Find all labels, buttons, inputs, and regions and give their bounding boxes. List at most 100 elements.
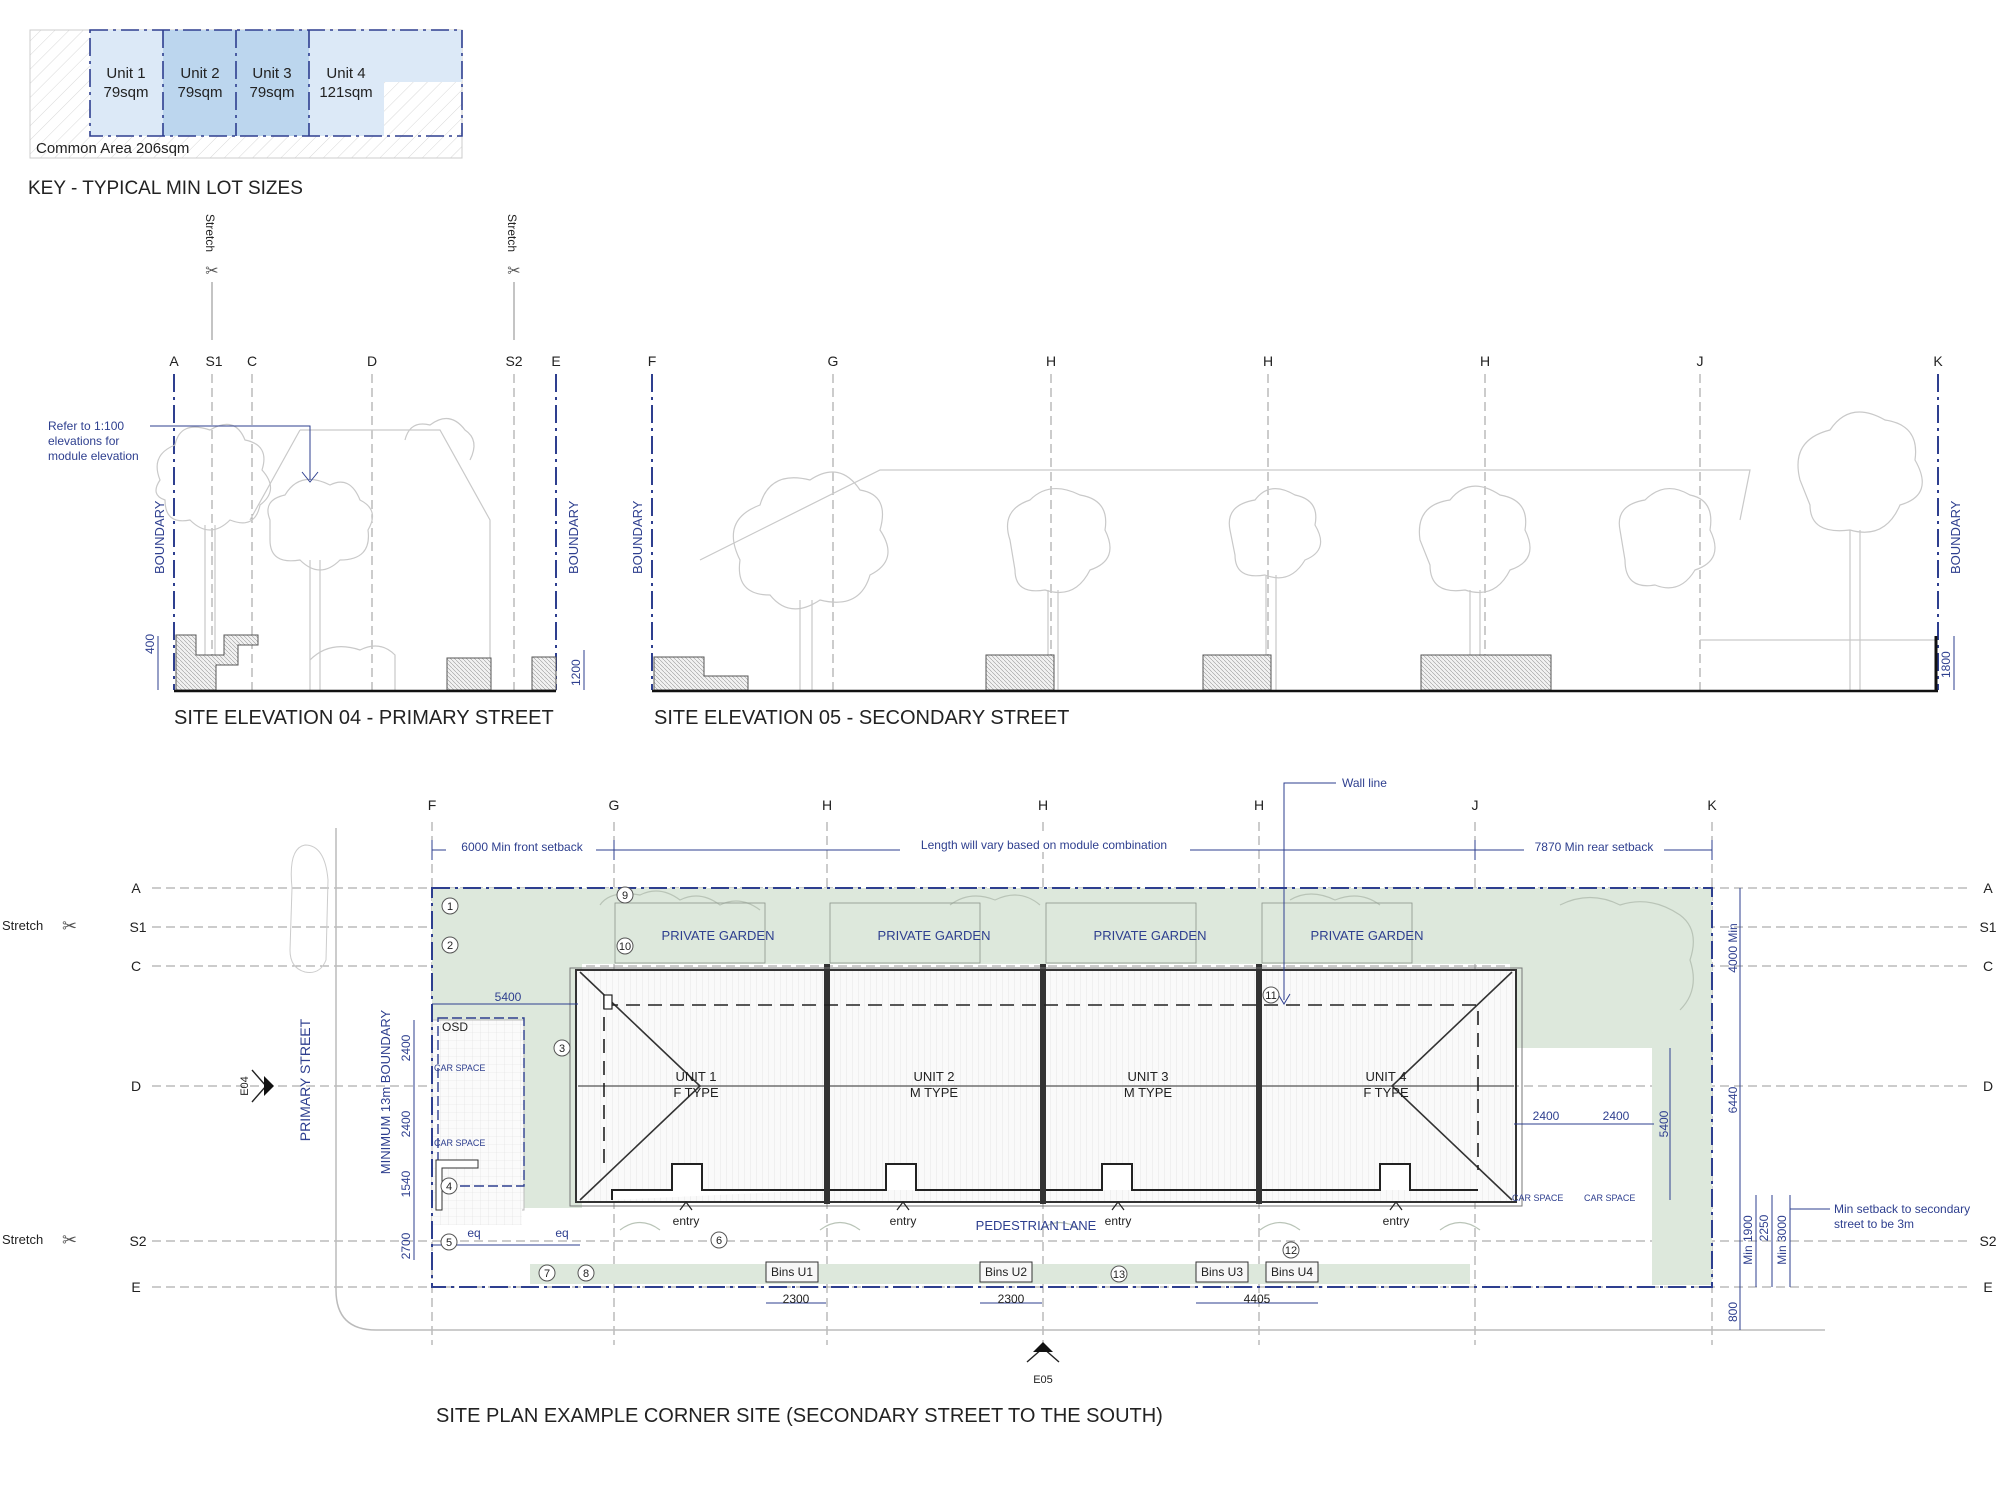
- plan-entry-2: entry: [890, 1214, 917, 1228]
- elev05-grid-h3: H: [1480, 353, 1490, 369]
- plan-private-garden-4: PRIVATE GARDEN: [1311, 928, 1424, 943]
- scissors-icon: ✂: [205, 263, 218, 280]
- plan-grid-h2: H: [1038, 797, 1048, 813]
- key-common-area: Common Area 206sqm: [36, 140, 189, 157]
- plan-grid-g: G: [609, 797, 620, 813]
- plan-right-dim-800: 800: [1726, 1302, 1740, 1322]
- elev04-grid-d: D: [367, 353, 377, 369]
- plan-grid-h1: H: [822, 797, 832, 813]
- plan-grid-j: J: [1472, 797, 1479, 813]
- plan-grid-e-right: E: [1983, 1279, 1992, 1295]
- plan-right-dim-min1900: Min 1900: [1741, 1215, 1755, 1265]
- callout-1: 1: [447, 901, 453, 913]
- plan-e05-label: E05: [1033, 1374, 1053, 1386]
- callout-9: 9: [622, 890, 628, 902]
- plan-right-dim-2400-b: 2400: [1603, 1109, 1630, 1123]
- plan-right-dim-2400-a: 2400: [1533, 1109, 1560, 1123]
- plan-dim-2300-b: 2300: [998, 1292, 1025, 1306]
- elev04-grid-e: E: [551, 353, 560, 369]
- plan-grid-s2-right: S2: [1979, 1233, 1996, 1249]
- key-unit4-area: 121sqm: [319, 84, 372, 101]
- plan-stretch-s1: Stretch: [2, 918, 43, 933]
- key-unit1-name: Unit 1: [106, 65, 145, 82]
- key-unit2-area: 79sqm: [177, 84, 222, 101]
- elev04-stretch-right: Stretch: [505, 214, 519, 252]
- key-unit2-name: Unit 2: [180, 65, 219, 82]
- key-unit3-area: 79sqm: [249, 84, 294, 101]
- elev05-boundary-left: BOUNDARY: [630, 500, 645, 574]
- elev04-note-line1: Refer to 1:100: [48, 419, 124, 433]
- elev04-grid-s2: S2: [505, 353, 522, 369]
- callout-6: 6: [716, 1235, 722, 1247]
- elev04-note-line3: module elevation: [48, 449, 139, 463]
- elev04-grid-a: A: [169, 353, 179, 369]
- plan-car-space-1: CAR SPACE: [434, 1063, 485, 1073]
- callout-10: 10: [619, 941, 631, 953]
- plan-right-dim-min3000: Min 3000: [1775, 1215, 1789, 1265]
- elev04-title: SITE ELEVATION 04 - PRIMARY STREET: [174, 707, 554, 729]
- plan-wall-line-label: Wall line: [1342, 776, 1387, 790]
- plan-unit1-type: F TYPE: [673, 1085, 719, 1100]
- elev05-title: SITE ELEVATION 05 - SECONDARY STREET: [654, 707, 1069, 729]
- callout-3: 3: [559, 1043, 565, 1055]
- elev05-dim-1800: 1800: [1939, 651, 1953, 678]
- plan-unit2-type: M TYPE: [910, 1085, 958, 1100]
- callout-2: 2: [447, 940, 453, 952]
- section-marker-e05: E05: [1026, 1342, 1060, 1386]
- plan-car-space-2: CAR SPACE: [434, 1138, 485, 1148]
- site-plan: F G H H H J K A S1 C D S2 E A S1 C D S2 …: [2, 776, 1997, 1427]
- plan-bins-u2: Bins U2: [985, 1265, 1027, 1279]
- elev05-grid-j: J: [1697, 353, 1704, 369]
- plan-dim-5400-top: 5400: [495, 990, 522, 1004]
- plan-private-garden-2: PRIVATE GARDEN: [878, 928, 991, 943]
- plan-entry-1: entry: [673, 1214, 700, 1228]
- plan-grid-f: F: [428, 797, 437, 813]
- plan-dim-2300-a: 2300: [783, 1292, 810, 1306]
- plan-left-dim-2700: 2700: [399, 1232, 413, 1259]
- plan-grid-d-right: D: [1983, 1078, 1993, 1094]
- plan-left-dim-1540: 1540: [399, 1170, 413, 1197]
- elev04-grid-c: C: [247, 353, 257, 369]
- elev05-grid-h1: H: [1046, 353, 1056, 369]
- elev04-boundary-left: BOUNDARY: [152, 500, 167, 574]
- plan-front-setback: 6000 Min front setback: [461, 840, 583, 854]
- plan-left-dim-2400-b: 2400: [399, 1110, 413, 1137]
- plan-unit3-type: M TYPE: [1124, 1085, 1172, 1100]
- elev05-grid-f: F: [648, 353, 657, 369]
- plan-secondary-note-1: Min setback to secondary: [1834, 1202, 1970, 1216]
- plan-right-dim-5400: 5400: [1657, 1110, 1671, 1137]
- plan-rear-setback: 7870 Min rear setback: [1535, 840, 1655, 854]
- plan-bins-u3: Bins U3: [1201, 1265, 1243, 1279]
- plan-e04-label: E04: [239, 1076, 251, 1096]
- callout-8: 8: [583, 1268, 589, 1280]
- plan-primary-street: PRIMARY STREET: [297, 1018, 313, 1141]
- callout-12: 12: [1285, 1245, 1297, 1257]
- scissors-icon: ✂: [62, 1230, 77, 1250]
- plan-grid-k: K: [1707, 797, 1717, 813]
- elev04-note-line2: elevations for: [48, 434, 119, 448]
- plan-private-garden-1: PRIVATE GARDEN: [662, 928, 775, 943]
- plan-length-note: Length will vary based on module combina…: [921, 838, 1167, 852]
- plan-grid-s1-left: S1: [129, 919, 146, 935]
- plan-bins-u4: Bins U4: [1271, 1265, 1313, 1279]
- plan-grid-a-right: A: [1983, 880, 1993, 896]
- callout-13: 13: [1113, 1269, 1125, 1281]
- plan-eq-1: eq: [467, 1226, 480, 1240]
- plan-grid-c-left: C: [131, 958, 141, 974]
- plan-unit4-name: UNIT 4: [1366, 1069, 1407, 1084]
- scissors-icon: ✂: [507, 263, 520, 280]
- plan-eq-2: eq: [555, 1226, 568, 1240]
- plan-osd: OSD: [442, 1020, 468, 1034]
- plan-right-dim-6440: 6440: [1726, 1086, 1740, 1113]
- plan-dim-4405: 4405: [1244, 1292, 1271, 1306]
- plan-grid-e-left: E: [131, 1279, 140, 1295]
- plan-right-dim-2250: 2250: [1757, 1214, 1771, 1241]
- plan-grid-c-right: C: [1983, 958, 1993, 974]
- plan-title: SITE PLAN EXAMPLE CORNER SITE (SECONDARY…: [436, 1405, 1163, 1427]
- plan-unit1-name: UNIT 1: [676, 1069, 717, 1084]
- plan-grid-h3: H: [1254, 797, 1264, 813]
- elev05-grid-h2: H: [1263, 353, 1273, 369]
- elev05-boundary-right: BOUNDARY: [1948, 500, 1963, 574]
- plan-unit2-name: UNIT 2: [914, 1069, 955, 1084]
- plan-private-garden-3: PRIVATE GARDEN: [1094, 928, 1207, 943]
